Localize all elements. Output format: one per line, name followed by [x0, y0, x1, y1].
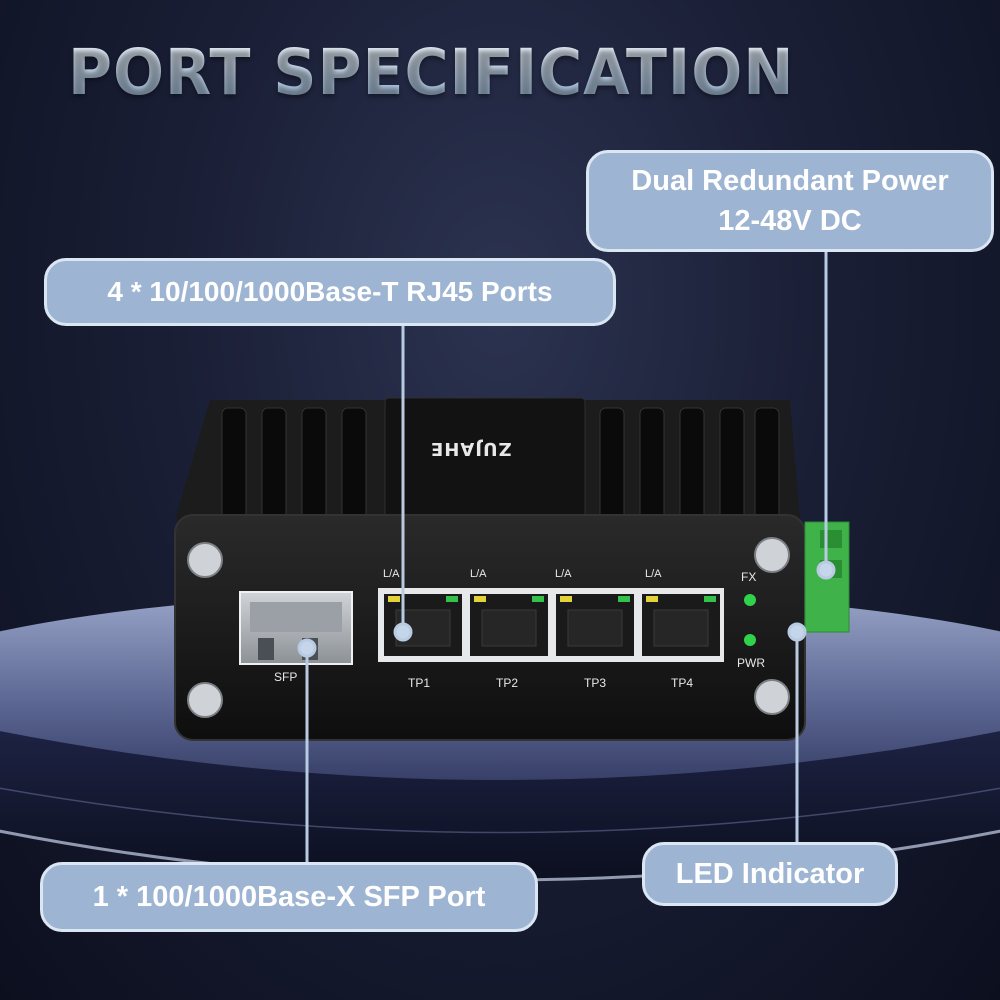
heatsink-fins: [221, 407, 780, 521]
callout-sfp-port: 1 * 100/1000Base-X SFP Port: [40, 862, 538, 932]
port-label-tp2: TP2: [496, 676, 519, 690]
callout-led-text: LED Indicator: [675, 857, 865, 890]
switch-device: [174, 397, 850, 741]
callout-rj45-text: 4 * 10/100/1000Base-T RJ45 Ports: [107, 276, 553, 307]
callout-sfp-text: 1 * 100/1000Base-X SFP Port: [92, 880, 486, 913]
port-label-tp1: TP1: [408, 676, 431, 690]
status-leds: [744, 594, 756, 646]
led-label-fx: FX: [741, 570, 757, 584]
led-label-pwr: PWR: [737, 656, 765, 670]
sfp-cage: [239, 591, 353, 665]
callout-power-line1: Dual Redundant Power: [631, 165, 949, 197]
la-label-4: L/A: [645, 568, 662, 580]
sfp-label: SFP: [274, 670, 298, 684]
port-label-tp3: TP3: [584, 676, 607, 690]
page-title: PORT SPECIFICATION: [68, 36, 795, 110]
callout-rj45-ports: 4 * 10/100/1000Base-T RJ45 Ports: [44, 258, 616, 326]
callout-led-indicator: LED Indicator: [642, 842, 898, 906]
la-label-1: L/A: [383, 568, 400, 580]
callout-connectors: [297, 252, 836, 862]
port-label-tp4: TP4: [671, 676, 694, 690]
brand-logo: ZUJAHE: [430, 438, 512, 459]
callout-dual-power: Dual Redundant Power 12-48V DC: [586, 150, 994, 252]
rj45-ports: [378, 588, 724, 662]
la-label-3: L/A: [555, 568, 572, 580]
callout-power-line2: 12-48V DC: [718, 205, 862, 237]
screws: [187, 537, 790, 718]
la-label-2: L/A: [470, 568, 487, 580]
